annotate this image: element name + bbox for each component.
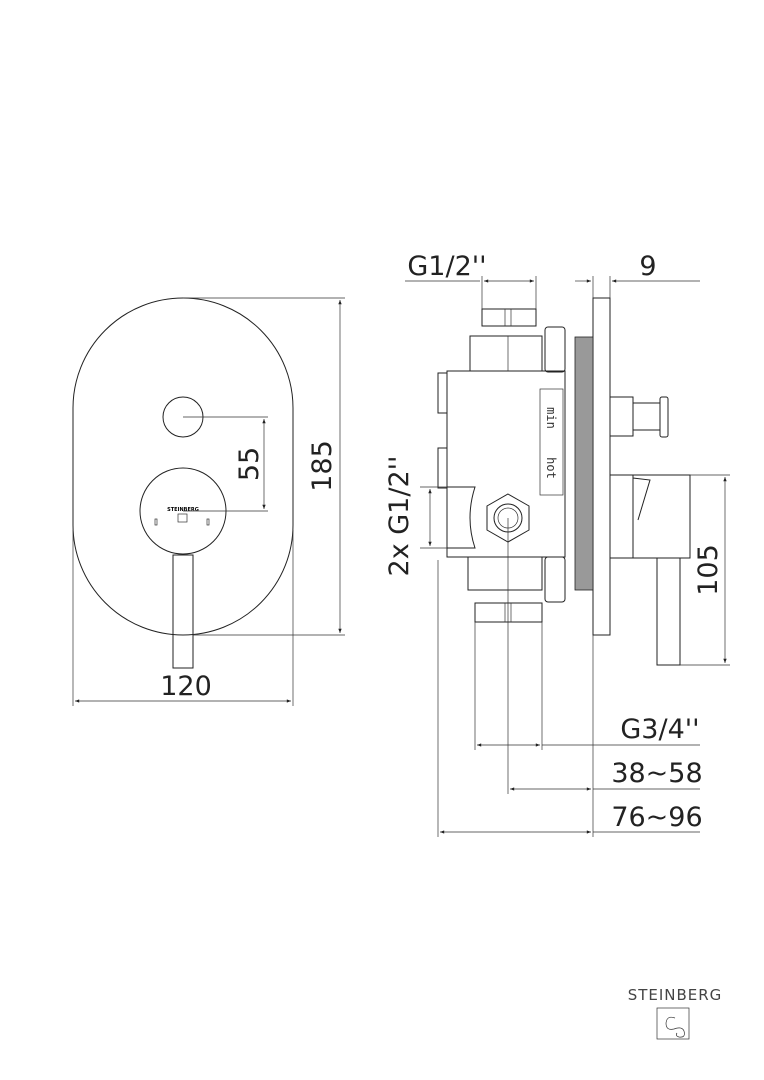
- dim-handle: 105: [693, 544, 724, 596]
- lever: [172, 554, 194, 669]
- side-stub: [437, 372, 448, 414]
- flange-bottom: [544, 556, 566, 603]
- wall-plate: [592, 297, 611, 636]
- dim-side-inlets: 2x G1/2'': [384, 456, 415, 577]
- logo-swirl-icon: [665, 1016, 685, 1038]
- label-box: [539, 388, 564, 496]
- dim-height: 185: [307, 440, 338, 492]
- flange-top: [544, 326, 566, 373]
- handle-brand: STEINBERG: [167, 507, 199, 513]
- top-nut: [481, 308, 537, 327]
- side-inlet-channel: [447, 486, 476, 549]
- diverter-knob: [659, 396, 669, 438]
- side-stub: [437, 447, 448, 489]
- indicator-mark: [206, 518, 210, 526]
- dim-depth-1: 38~58: [611, 758, 702, 789]
- handle-logo-mark: [177, 513, 188, 523]
- front-view: STEINBERG 55 185 120: [72, 297, 345, 706]
- logo-mark: [656, 1007, 690, 1040]
- lever-side: [656, 557, 681, 666]
- logo-text: STEINBERG: [628, 986, 723, 1004]
- label-hot: hot: [544, 457, 558, 479]
- handle-body: [632, 474, 691, 559]
- diverter-cap: [632, 402, 661, 431]
- cover-plate-oval: [72, 297, 294, 636]
- handle-base: [609, 474, 634, 559]
- thread-band: [574, 336, 594, 591]
- dim-spacing: 55: [234, 447, 265, 481]
- dim-width: 120: [160, 671, 212, 702]
- indicator-mark: [154, 518, 158, 526]
- dim-top-inlet: G1/2'': [407, 251, 486, 282]
- top-boss: [469, 335, 543, 372]
- side-view: min hot G1/2'' 9 105 2x G1/2'': [384, 251, 730, 837]
- label-min: min: [544, 407, 558, 429]
- brand-logo: STEINBERG: [628, 986, 723, 1040]
- dim-plate: 9: [639, 251, 656, 282]
- bottom-boss: [467, 556, 543, 591]
- diverter-stem: [609, 396, 634, 437]
- bottom-nut: [474, 602, 543, 623]
- dim-depth-2: 76~96: [611, 802, 702, 833]
- dim-outlet: G3/4'': [620, 714, 699, 745]
